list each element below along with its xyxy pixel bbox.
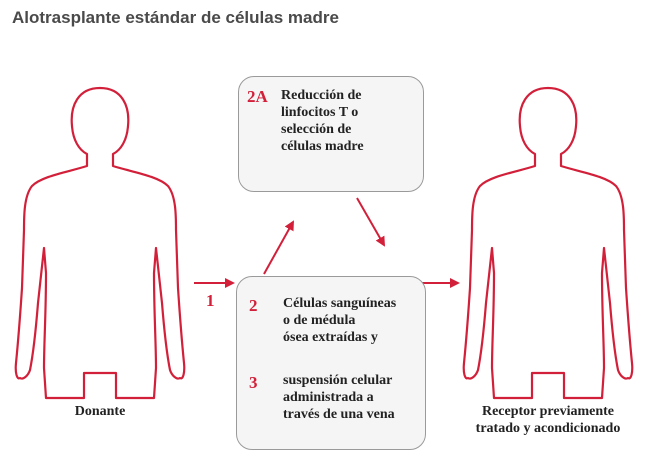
arrow-step2-to-2a (263, 220, 294, 275)
step-1-number: 1 (206, 291, 215, 310)
recipient-body-outline-icon (462, 86, 634, 400)
box-collection-infusion: 2 Células sanguíneas o de médula ósea ex… (236, 276, 426, 450)
step-2a-text: Reducción de linfocitos T o selección de… (281, 88, 364, 154)
step-3-text: suspensión celular administrada a través… (283, 373, 395, 422)
diagram-title: Alotrasplante estándar de células madre (12, 8, 339, 27)
donor-body-outline-icon (14, 86, 186, 400)
donor-label: Donante (74, 404, 126, 419)
step-2-number: 2 (249, 296, 258, 315)
recipient-label: Receptor previamente tratado y acondicio… (475, 404, 621, 436)
box-selection: 2A Reducción de linfocitos T o selección… (238, 76, 424, 192)
step-3-number: 3 (249, 373, 258, 392)
step-2a-number: 2A (247, 87, 268, 106)
step-2-text: Células sanguíneas o de médula ósea extr… (283, 296, 397, 345)
arrow-2a-to-step3 (356, 197, 385, 247)
